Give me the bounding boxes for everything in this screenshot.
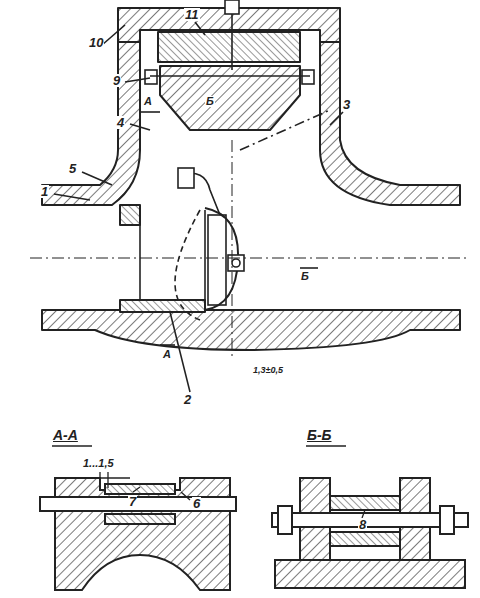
callout-number: 7 xyxy=(128,495,137,508)
section-title: Б-Б xyxy=(306,428,333,442)
callout-number: 3 xyxy=(342,98,351,111)
section-mark: А xyxy=(143,96,153,107)
section-mark: Б xyxy=(300,271,310,282)
callout-number: 1 xyxy=(40,185,49,198)
callout-number: 6 xyxy=(192,497,201,510)
callout-number: 2 xyxy=(183,393,192,406)
callout-number: 4 xyxy=(116,116,125,129)
section-title: А-А xyxy=(52,428,79,442)
callout-number: 8 xyxy=(358,518,367,531)
dimension: 1...1,5 xyxy=(82,458,115,469)
callout-number: 10 xyxy=(88,36,104,49)
callout-number: 11 xyxy=(184,8,200,21)
section-mark: А xyxy=(162,349,172,360)
section-mark: Б xyxy=(205,96,215,107)
callout-number: 5 xyxy=(68,162,77,175)
dimension: 1,3±0,5 xyxy=(252,366,284,375)
callout-number: 9 xyxy=(112,74,121,87)
